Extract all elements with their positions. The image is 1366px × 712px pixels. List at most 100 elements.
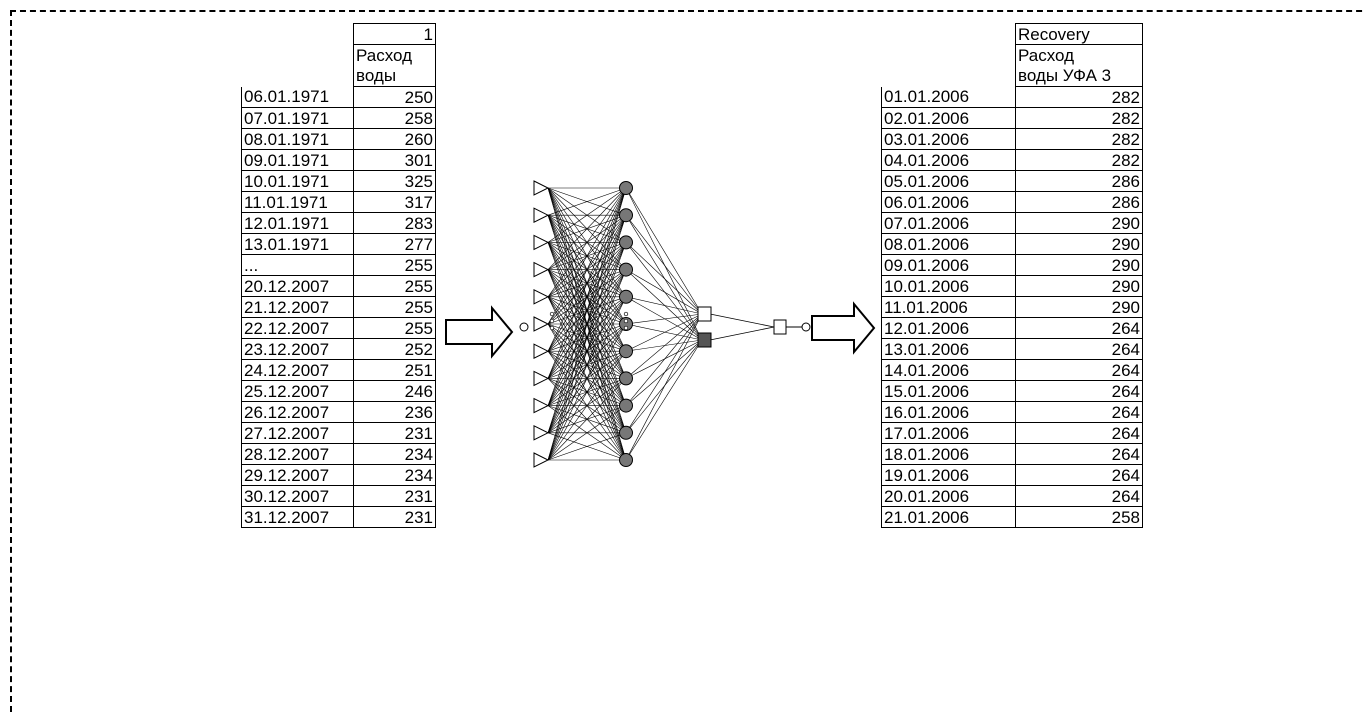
arrow-right-icon-input bbox=[445, 305, 514, 359]
value-cell: 282 bbox=[1015, 149, 1143, 171]
date-cell: 19.01.2006 bbox=[881, 464, 1016, 486]
date-cell: 30.12.2007 bbox=[241, 485, 354, 507]
value-cell: 286 bbox=[1015, 191, 1143, 213]
column-label-line2: воды bbox=[353, 65, 436, 87]
date-cell: 10.01.1971 bbox=[241, 170, 354, 192]
input-neuron bbox=[533, 370, 550, 387]
connection-line bbox=[625, 215, 703, 341]
hidden-neuron bbox=[619, 262, 633, 277]
table-corner bbox=[242, 24, 354, 45]
connection-line bbox=[625, 339, 703, 461]
value-cell: 255 bbox=[353, 317, 436, 339]
value-cell: 301 bbox=[353, 149, 436, 171]
date-cell: 27.12.2007 bbox=[241, 422, 354, 444]
connection-line bbox=[547, 432, 627, 461]
column-number-header: 1 bbox=[353, 23, 436, 45]
date-cell: 28.12.2007 bbox=[241, 443, 354, 465]
column-label-line1: Расход bbox=[1015, 44, 1143, 66]
hidden-neuron bbox=[619, 317, 633, 331]
ellipsis-dot bbox=[623, 311, 629, 317]
value-cell: 264 bbox=[1015, 443, 1143, 465]
value-cell: 231 bbox=[353, 485, 436, 507]
value-cell: 264 bbox=[1015, 338, 1143, 360]
final-output-node bbox=[773, 319, 787, 335]
connection-line bbox=[547, 351, 627, 461]
date-cell: 12.01.1971 bbox=[241, 212, 354, 234]
date-cell: 06.01.1971 bbox=[241, 86, 354, 108]
connection-line bbox=[547, 187, 627, 216]
input-neuron bbox=[533, 234, 550, 251]
hidden-neuron bbox=[619, 371, 633, 386]
connection-line bbox=[547, 187, 627, 406]
connection-line bbox=[547, 323, 627, 461]
date-cell: 05.01.2006 bbox=[881, 170, 1016, 192]
connection-line bbox=[547, 187, 627, 243]
date-cell: 09.01.2006 bbox=[881, 254, 1016, 276]
value-cell: 258 bbox=[1015, 506, 1143, 528]
connection-line bbox=[547, 378, 627, 461]
connection-line bbox=[625, 296, 703, 341]
value-cell: 260 bbox=[353, 128, 436, 150]
date-cell: 04.01.2006 bbox=[881, 149, 1016, 171]
date-cell: 01.01.2006 bbox=[881, 86, 1016, 108]
value-cell: 264 bbox=[1015, 485, 1143, 507]
connection-line bbox=[709, 326, 775, 341]
date-cell: 14.01.2006 bbox=[881, 359, 1016, 381]
date-cell: 11.01.2006 bbox=[881, 296, 1016, 318]
date-cell: 12.01.2006 bbox=[881, 317, 1016, 339]
date-cell: 08.01.2006 bbox=[881, 233, 1016, 255]
connection-line bbox=[625, 187, 703, 341]
dashed-frame bbox=[10, 10, 1366, 712]
date-cell: 11.01.1971 bbox=[241, 191, 354, 213]
column-label-line1: Расход bbox=[353, 44, 436, 66]
connection-line bbox=[547, 187, 627, 270]
connection-line bbox=[547, 187, 627, 379]
value-cell: 317 bbox=[353, 191, 436, 213]
date-cell: 07.01.2006 bbox=[881, 212, 1016, 234]
connection-line bbox=[625, 242, 703, 341]
value-cell: 290 bbox=[1015, 296, 1143, 318]
connection-line bbox=[625, 313, 703, 325]
value-cell: 231 bbox=[353, 422, 436, 444]
hidden-neuron bbox=[619, 181, 633, 195]
date-cell: 03.01.2006 bbox=[881, 128, 1016, 150]
connection-line bbox=[547, 269, 627, 461]
input-source-node bbox=[519, 322, 529, 332]
date-cell: 29.12.2007 bbox=[241, 464, 354, 486]
ellipsis-dot bbox=[549, 311, 555, 317]
connection-line bbox=[547, 405, 627, 461]
date-cell: 10.01.2006 bbox=[881, 275, 1016, 297]
value-cell: 252 bbox=[353, 338, 436, 360]
input-neuron bbox=[533, 452, 550, 468]
input-neuron bbox=[533, 180, 550, 196]
connection-line bbox=[547, 187, 627, 352]
input-neuron bbox=[533, 261, 550, 278]
connection-line bbox=[625, 313, 703, 406]
neural-network-diagram bbox=[445, 180, 876, 468]
ellipsis-dot bbox=[549, 325, 555, 331]
hidden-neuron bbox=[619, 289, 633, 304]
